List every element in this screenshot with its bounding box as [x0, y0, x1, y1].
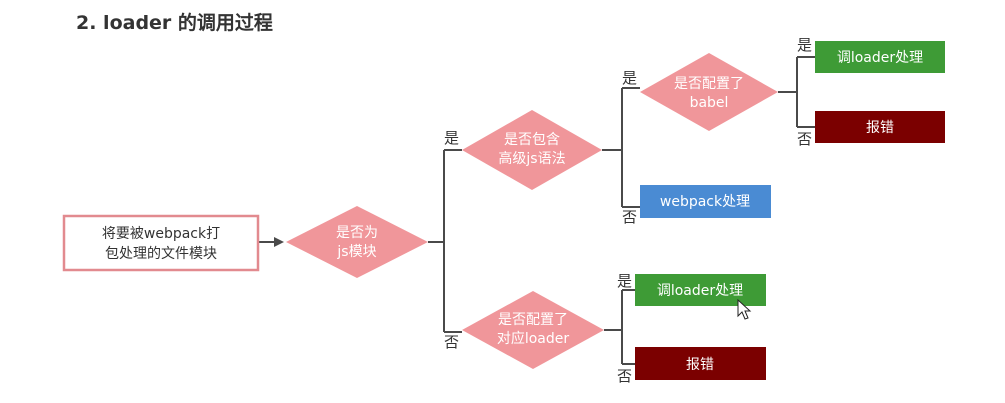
result-call-loader-2: 调loader处理 [635, 274, 766, 306]
label-yes-is-js: 是 [444, 129, 459, 147]
decision-is-js-line-2: js模块 [336, 244, 376, 260]
result-call-loader-1-label: 调loader处理 [837, 50, 923, 66]
decision-has-advanced-syntax: 是否包含 高级js语法 [462, 110, 602, 190]
decision-is-js: 是否为 js模块 [286, 206, 428, 278]
result-error-2-label: 报错 [686, 357, 714, 373]
result-webpack-process: webpack处理 [640, 185, 771, 218]
label-no-loader-config: 否 [617, 367, 632, 385]
decision-loader-configured: 是否配置了 对应loader [462, 291, 604, 369]
decision-has-advanced-line-2: 高级js语法 [498, 150, 565, 167]
result-call-loader-1: 调loader处理 [815, 41, 945, 73]
label-yes-has-advanced: 是 [622, 69, 637, 87]
mouse-cursor-icon [737, 298, 752, 320]
decision-loader-line-2: 对应loader [497, 330, 570, 347]
result-error-1: 报错 [815, 111, 945, 143]
decision-is-js-line-1: 是否为 [336, 225, 378, 241]
branch-labels: 是 否 是 否 是 否 是 否 [444, 36, 812, 385]
label-no-has-advanced: 否 [622, 208, 637, 226]
page-title: 2. loader 的调用过程 [76, 12, 273, 34]
start-node-line-2: 包处理的文件模块 [105, 246, 217, 262]
start-node: 将要被webpack打 包处理的文件模块 [62, 214, 260, 272]
start-node-line-1: 将要被webpack打 [102, 225, 220, 242]
decision-babel-line-1: 是否配置了 [674, 76, 744, 92]
connectors [259, 56, 815, 365]
result-call-loader-2-label: 调loader处理 [657, 283, 743, 299]
result-error-2: 报错 [635, 347, 766, 380]
decision-loader-line-1: 是否配置了 [498, 312, 568, 328]
label-no-is-js: 否 [444, 333, 459, 351]
result-error-1-label: 报错 [866, 120, 894, 136]
label-no-babel: 否 [797, 130, 812, 148]
label-yes-loader-config: 是 [617, 272, 632, 290]
result-webpack-process-label: webpack处理 [660, 194, 750, 210]
decision-babel-configured: 是否配置了 babel [640, 53, 778, 131]
decision-has-advanced-line-1: 是否包含 [504, 132, 560, 148]
label-yes-babel: 是 [797, 36, 812, 54]
decision-babel-line-2: babel [690, 95, 729, 111]
